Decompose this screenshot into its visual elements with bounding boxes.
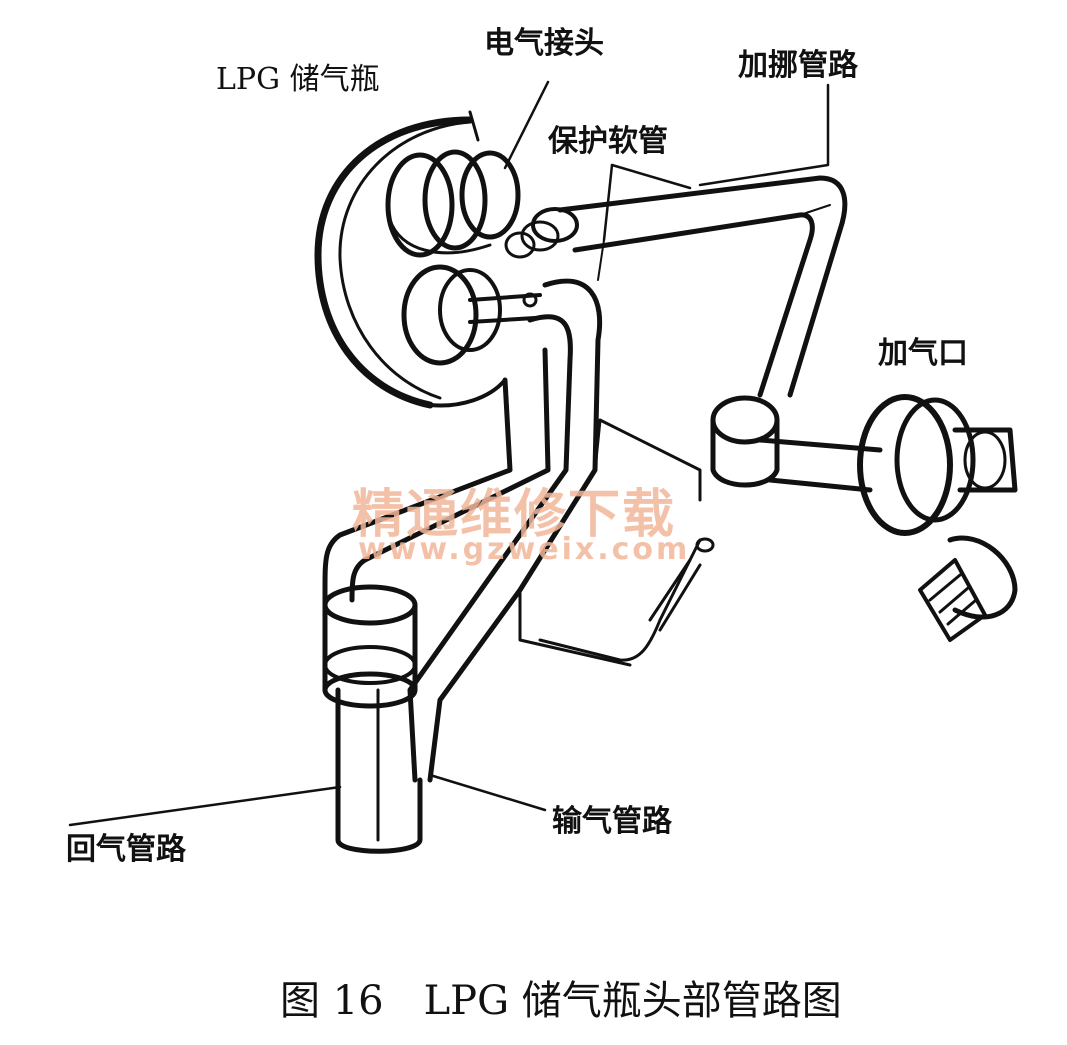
label-electric-connector: 电气接头 <box>484 26 604 61</box>
label-fill-line: 加挪管路 <box>738 48 858 83</box>
bracket-plate <box>518 418 702 667</box>
upper-valve <box>385 149 521 258</box>
protective-hose-pointer <box>597 163 692 281</box>
figure-caption: 图 16 LPG 储气瓶头部管路图 <box>280 978 842 1024</box>
label-tank: LPG 储气瓶 <box>216 62 380 97</box>
sensor-cable <box>538 537 715 662</box>
watermark-text: 精通维修下载 <box>352 485 677 545</box>
return-line-drawing <box>322 347 551 854</box>
leader-lines <box>68 773 547 827</box>
fill-line-drawing <box>557 83 848 398</box>
pipe-clamp <box>322 584 418 709</box>
label-fill-port: 加气口 <box>878 336 968 371</box>
fill-port-drawing <box>710 394 1018 642</box>
label-return-line: 回气管路 <box>66 832 186 867</box>
label-protective-hose: 保护软管 <box>548 124 668 159</box>
watermark-url: www.gzweix.com <box>358 532 691 567</box>
label-supply-line: 输气管路 <box>552 804 672 839</box>
electric-connector-drawing <box>503 80 579 259</box>
lower-valve <box>401 264 542 366</box>
tank-drawing <box>314 110 507 409</box>
